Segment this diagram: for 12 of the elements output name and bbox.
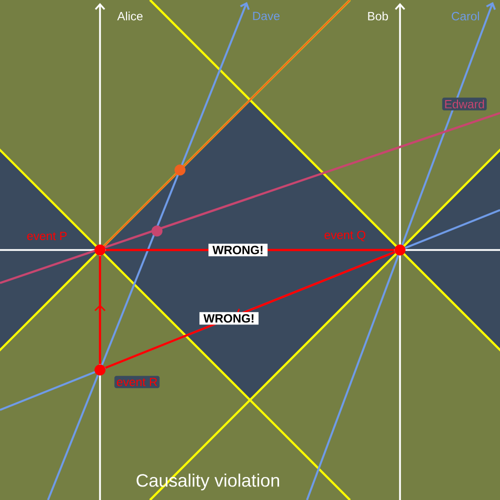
event-label: event Q (322, 228, 368, 244)
worldline-label: Edward (442, 98, 487, 110)
event-label: event P (24, 230, 70, 242)
event-dot (94, 364, 106, 376)
event-dot (94, 244, 106, 256)
edge-label: WRONG! (208, 244, 268, 256)
worldline-label: Alice (117, 12, 143, 20)
worldline-label: Dave (253, 12, 280, 20)
worldline-label: Bob (368, 12, 388, 20)
worldline-label: Carol (452, 12, 479, 20)
event-dot (394, 244, 406, 256)
edge-label: WRONG! (199, 312, 259, 325)
